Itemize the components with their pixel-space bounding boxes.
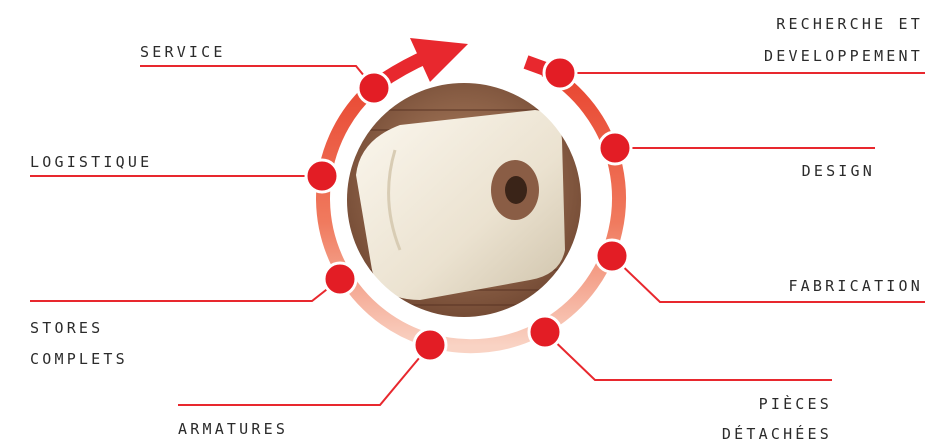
- label-stores-line2: COMPLETS: [30, 350, 128, 368]
- node-design: [597, 130, 633, 166]
- label-recherche-line2: DEVELOPPEMENT: [764, 47, 923, 65]
- connector-armatures: [178, 344, 431, 406]
- label-armatures: ARMATURES: [178, 420, 289, 438]
- node-recherche: [542, 55, 578, 91]
- label-recherche-line1: RECHERCHE ET: [776, 15, 923, 33]
- cycle-nodes: [304, 55, 633, 363]
- label-stores-line1: STORES: [30, 319, 104, 337]
- label-design: DESIGN: [801, 162, 875, 180]
- node-pieces: [527, 314, 563, 350]
- label-service: SERVICE: [140, 43, 226, 61]
- node-fabrication: [594, 238, 630, 274]
- connector-lines: [30, 65, 925, 406]
- node-armatures: [412, 327, 448, 363]
- label-pieces-line2: DÉTACHÉES: [721, 425, 832, 443]
- label-logistique: LOGISTIQUE: [30, 153, 153, 171]
- connector-service: [140, 65, 375, 89]
- label-fabrication: FABRICATION: [788, 277, 923, 295]
- node-stores: [322, 261, 358, 297]
- connector-pieces: [544, 331, 832, 381]
- label-pieces-line1: PIÈCES: [758, 395, 832, 413]
- center-photo: [346, 82, 582, 318]
- node-logistique: [304, 158, 340, 194]
- connector-fabrication: [611, 255, 925, 303]
- connector-stores: [30, 278, 341, 302]
- node-service: [356, 70, 392, 106]
